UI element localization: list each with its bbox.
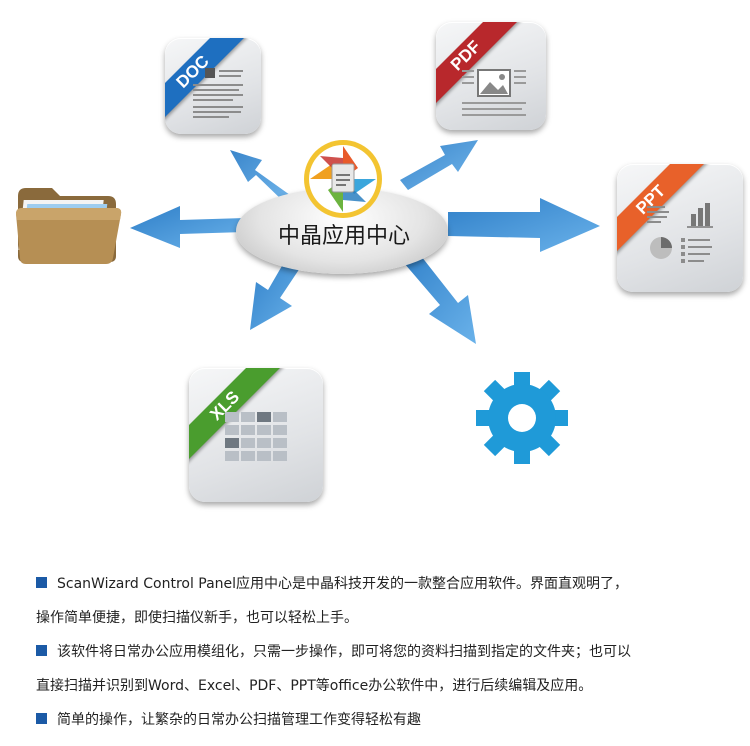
arrow-to-folder xyxy=(130,206,245,248)
p1-line1: ScanWizard Control Panel应用中心是中晶科技开发的一款整合… xyxy=(57,576,629,592)
paragraph-2: 该软件将日常办公应用模组化，只需一步操作，即可将您的资料扫描到指定的文件夹；也可… xyxy=(36,635,736,703)
p2-line1: 该软件将日常办公应用模组化，只需一步操作，即可将您的资料扫描到指定的文件夹；也可… xyxy=(57,644,631,660)
bullet-square xyxy=(36,577,47,588)
gear-icon[interactable] xyxy=(472,368,572,468)
bullet-square xyxy=(36,645,47,656)
arrows-layer xyxy=(130,140,600,344)
p1-line2: 操作简单便捷，即使扫描仪新手，也可以轻松上手。 xyxy=(36,610,358,626)
paragraph-1: ScanWizard Control Panel应用中心是中晶科技开发的一款整合… xyxy=(36,567,736,635)
description: ScanWizard Control Panel应用中心是中晶科技开发的一款整合… xyxy=(36,567,736,737)
image-page-icon xyxy=(462,69,526,116)
app-center-diagram: 中晶应用中心 DOC PDF xyxy=(12,22,743,502)
presentation-chart-icon xyxy=(647,203,713,263)
spreadsheet-grid-icon xyxy=(225,412,287,461)
paragraph-3: 简单的操作，让繁杂的日常办公扫描管理工作变得轻松有趣 xyxy=(36,703,736,737)
bullet-square xyxy=(36,713,47,724)
arrow-to-gear xyxy=(398,247,476,344)
doc-tile[interactable]: DOC xyxy=(165,38,261,134)
arrow-to-pdf xyxy=(400,140,478,190)
ppt-tile[interactable]: PPT xyxy=(617,164,743,292)
p2-line2: 直接扫描并识别到Word、Excel、PDF、PPT等office办公软件中，进… xyxy=(36,678,593,694)
arrow-to-ppt xyxy=(448,198,600,252)
arrow-to-doc xyxy=(230,150,290,203)
folder-icon[interactable] xyxy=(12,178,124,268)
hub-label: 中晶应用中心 xyxy=(277,224,410,249)
arrow-to-xls xyxy=(250,252,304,330)
xls-tile[interactable]: XLS xyxy=(189,368,323,502)
document-page-icon xyxy=(193,68,243,118)
app-center-logo-icon xyxy=(304,140,382,218)
pdf-tile[interactable]: PDF xyxy=(436,22,546,130)
p3-line1: 简单的操作，让繁杂的日常办公扫描管理工作变得轻松有趣 xyxy=(57,712,421,728)
